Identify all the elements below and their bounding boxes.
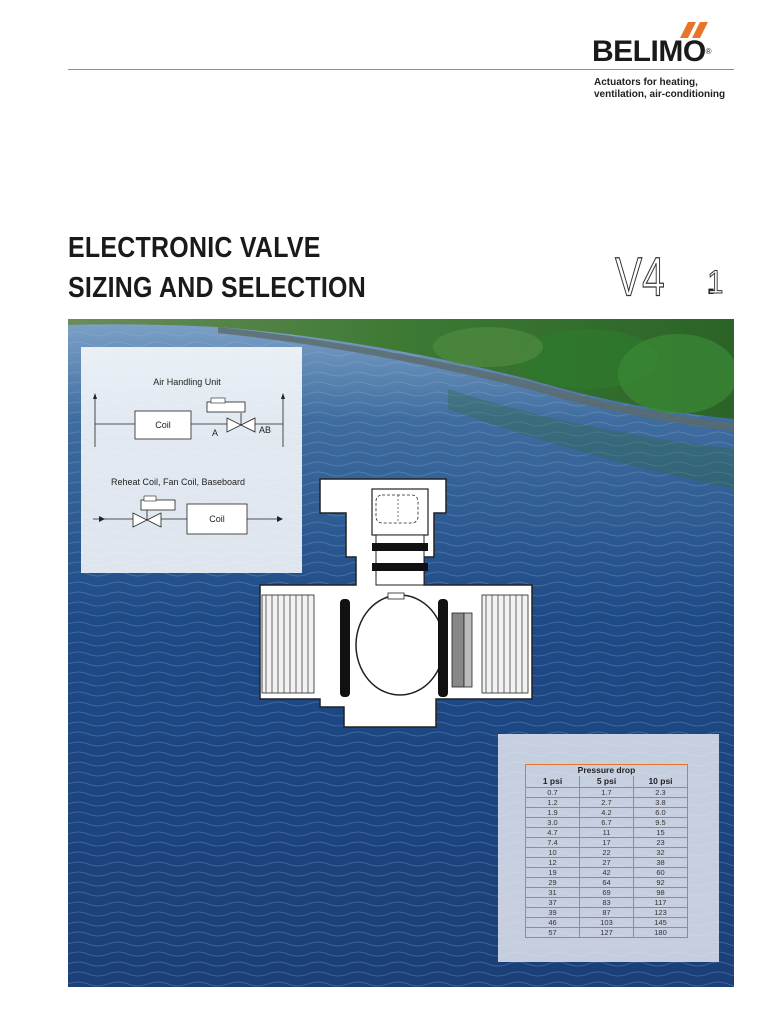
table-cell: 103 bbox=[579, 917, 634, 928]
ahu-coil-label: Coil bbox=[155, 420, 171, 430]
table-cell: 2.7 bbox=[579, 797, 634, 808]
table-cell: 1.7 bbox=[579, 787, 634, 798]
table-cell: 6.0 bbox=[633, 807, 688, 818]
table-cell: 4.2 bbox=[579, 807, 634, 818]
table-cell: 23 bbox=[633, 837, 688, 848]
table-cell: 12 bbox=[525, 857, 580, 868]
table-cell: 9.5 bbox=[633, 817, 688, 828]
table-cell: 1.2 bbox=[525, 797, 580, 808]
table-cell: 98 bbox=[633, 887, 688, 898]
reheat-label: Reheat Coil, Fan Coil, Baseboard bbox=[111, 477, 245, 487]
registered-mark: ® bbox=[705, 47, 712, 56]
belimo-logo: BELIMO® bbox=[590, 22, 720, 72]
table-cell: 19 bbox=[525, 867, 580, 878]
table-cell: 87 bbox=[579, 907, 634, 918]
brand-tagline: Actuators for heating, ventilation, air-… bbox=[594, 77, 744, 101]
table-cell: 29 bbox=[525, 877, 580, 888]
table-cell: 6.7 bbox=[579, 817, 634, 828]
table-cell: 180 bbox=[633, 927, 688, 938]
table-cell: 123 bbox=[633, 907, 688, 918]
version-dot: . bbox=[706, 261, 716, 298]
valve-illustration bbox=[258, 477, 538, 732]
column-header: 10 psi bbox=[633, 776, 688, 788]
logo-mark-icon bbox=[680, 22, 708, 38]
table-cell: 11 bbox=[579, 827, 634, 838]
table-cell: 46 bbox=[525, 917, 580, 928]
table-cell: 17 bbox=[579, 837, 634, 848]
reheat-coil-label: Coil bbox=[209, 514, 225, 524]
version-minor: 1 bbox=[707, 265, 723, 298]
table-header-row: 1 psi 5 psi 10 psi bbox=[525, 776, 688, 788]
table-title: Pressure drop bbox=[525, 764, 688, 776]
table-cell: 145 bbox=[633, 917, 688, 928]
reheat-coil-box bbox=[186, 503, 248, 535]
table-cell: 39 bbox=[525, 907, 580, 918]
application-diagram: Air Handling Unit Coil A AB Reheat Coil,… bbox=[81, 347, 302, 573]
column-header: 5 psi bbox=[579, 776, 634, 788]
table-cell: 7.4 bbox=[525, 837, 580, 848]
title-line-2: SIZING AND SELECTION bbox=[68, 272, 366, 304]
tagline-line-1: Actuators for heating, bbox=[594, 77, 698, 88]
title-line-1: ELECTRONIC VALVE bbox=[68, 232, 321, 264]
table-cell: 0.7 bbox=[525, 787, 580, 798]
table-title-row: Pressure drop bbox=[525, 764, 688, 776]
header-rule bbox=[68, 69, 734, 70]
version-main: V4 bbox=[615, 246, 665, 298]
table-cell: 37 bbox=[525, 897, 580, 908]
table-cell: 3.0 bbox=[525, 817, 580, 828]
ahu-label: Air Handling Unit bbox=[153, 377, 221, 387]
table-cell: 38 bbox=[633, 857, 688, 868]
ahu-coil-box bbox=[134, 410, 192, 440]
version-badge: V4 . 1 bbox=[615, 246, 724, 298]
table-cell: 15 bbox=[633, 827, 688, 838]
table-cell: 32 bbox=[633, 847, 688, 858]
page-title: ELECTRONIC VALVE SIZING AND SELECTION bbox=[68, 228, 366, 308]
brand-name: BELIMO bbox=[592, 35, 706, 68]
table-cell: 31 bbox=[525, 887, 580, 898]
column-header: 1 psi bbox=[525, 776, 580, 788]
table-cell: 117 bbox=[633, 897, 688, 908]
ahu-valve-icon bbox=[206, 397, 256, 433]
table-cell: 27 bbox=[579, 857, 634, 868]
table-cell: 64 bbox=[579, 877, 634, 888]
table-cell: 22 bbox=[579, 847, 634, 858]
reheat-valve-icon bbox=[132, 495, 176, 528]
table-cell: 83 bbox=[579, 897, 634, 908]
port-a-label: A bbox=[212, 428, 218, 438]
table-cell: 42 bbox=[579, 867, 634, 878]
table-cell: 92 bbox=[633, 877, 688, 888]
table-cell: 10 bbox=[525, 847, 580, 858]
table-cell: 127 bbox=[579, 927, 634, 938]
port-ab-label: AB bbox=[259, 425, 271, 435]
tagline-line-2: ventilation, air-conditioning bbox=[594, 89, 726, 100]
table-cell: 60 bbox=[633, 867, 688, 878]
table-cell: 2.3 bbox=[633, 787, 688, 798]
table-cell: 1.9 bbox=[525, 807, 580, 818]
table-cell: 57 bbox=[525, 927, 580, 938]
table-cell: 3.8 bbox=[633, 797, 688, 808]
table-cell: 69 bbox=[579, 887, 634, 898]
table-cell: 4.7 bbox=[525, 827, 580, 838]
